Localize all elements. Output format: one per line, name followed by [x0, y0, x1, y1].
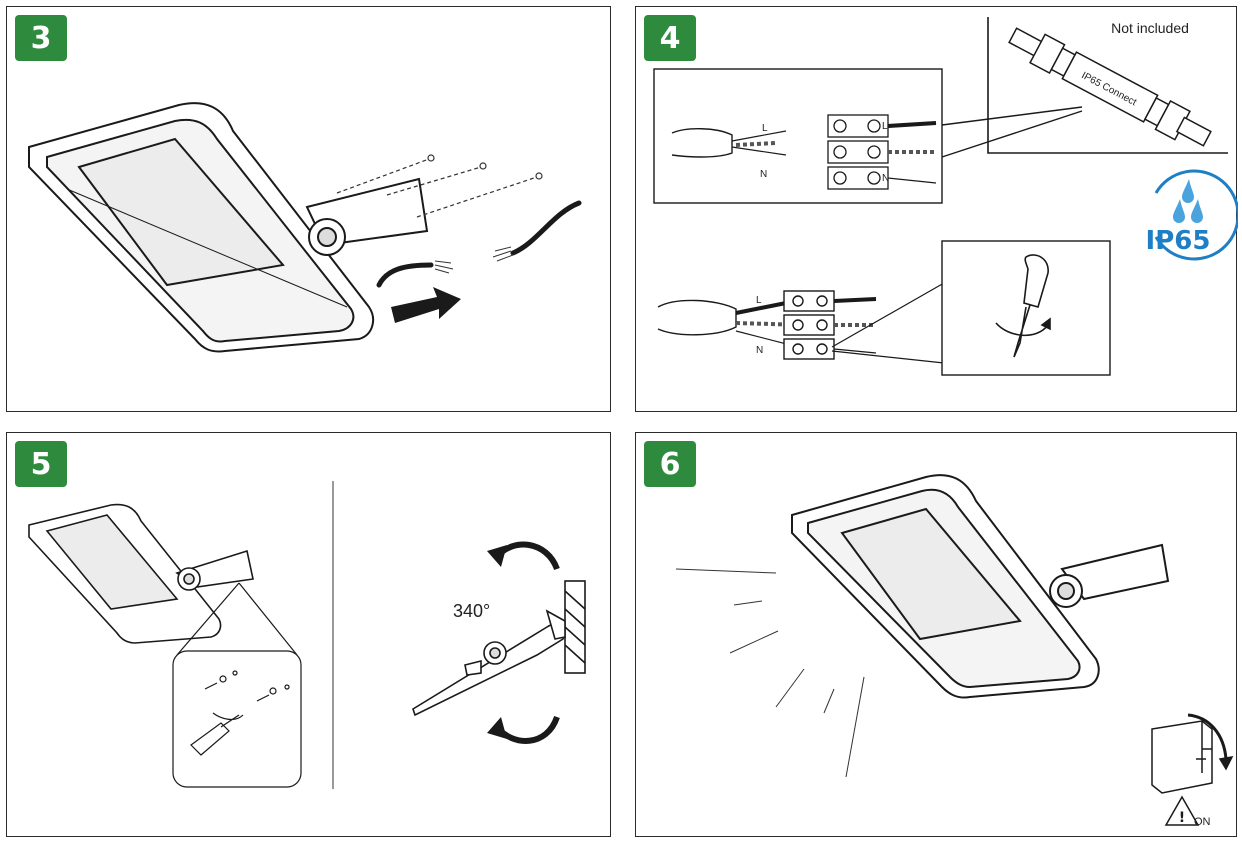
step-6-illustration: ! ON — [675, 474, 1234, 828]
floodlight-icon — [28, 102, 375, 353]
ip65-label: IP65 — [1146, 226, 1211, 256]
floodlight-small-icon — [28, 503, 254, 644]
wiring-detail-top — [653, 68, 1083, 204]
wire-label-l: L — [762, 123, 768, 134]
connector-inset — [987, 17, 1228, 154]
step-6-panel: 6 ! ON — [635, 432, 1237, 837]
power-cable — [376, 200, 582, 288]
rotation-angle-label: 340° — [453, 601, 490, 621]
screwdriver-icon — [995, 254, 1051, 358]
wire-label-l-bottom: L — [756, 295, 762, 306]
terminal-block-top — [827, 114, 937, 190]
switch-on-label: ON — [1194, 816, 1211, 828]
step-4-badge: 4 — [644, 15, 696, 61]
wire-label-n: N — [760, 169, 767, 180]
screw-guides — [336, 158, 538, 218]
not-included-label: Not included — [1111, 20, 1189, 36]
mounting-bracket — [305, 177, 429, 256]
light-rays — [675, 568, 865, 778]
step-5-badge: 5 — [15, 441, 67, 487]
step-5-illustration: 340° — [28, 481, 586, 789]
step-6-badge: 6 — [644, 441, 696, 487]
terminal-label-n: N — [882, 173, 889, 184]
warning-icon — [1164, 795, 1200, 826]
step-3-panel: 3 — [6, 6, 611, 412]
step-5-panel: 5 — [6, 432, 611, 837]
step-3-badge: 3 — [15, 15, 67, 61]
wire-label-n-bottom: N — [756, 345, 763, 356]
rotated-floodlight-icon — [412, 580, 586, 717]
screw-detail-inset — [172, 582, 302, 788]
insert-arrow-icon — [391, 287, 461, 323]
warning-symbol: ! — [1179, 810, 1185, 826]
floodlight-lit-icon — [791, 474, 1170, 699]
ip65-connector-icon: IP65 Connect — [1008, 27, 1212, 147]
terminal-label-l: L — [882, 121, 888, 132]
screw-icons — [427, 154, 543, 180]
wall-switch-icon — [1151, 713, 1234, 794]
step-3-illustration — [28, 102, 582, 353]
ip65-badge: IP65 — [1146, 169, 1238, 261]
step-4-panel: 4 Not included IP65 Connect — [635, 6, 1238, 412]
step-4-illustration: Not included IP65 Connect — [653, 17, 1238, 376]
